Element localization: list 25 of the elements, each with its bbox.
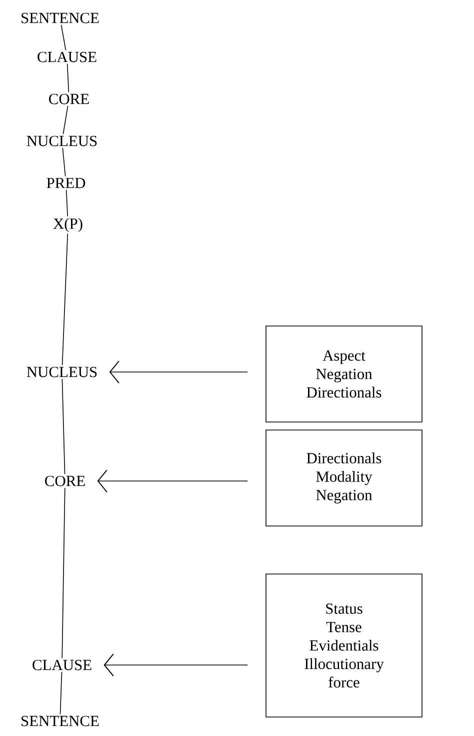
tree-label: CLAUSE bbox=[32, 660, 92, 670]
text-box: Status Tense Evidentials Illocutionary force bbox=[266, 574, 422, 718]
tree-line bbox=[62, 378, 66, 475]
tree-label: NUCLEUS bbox=[26, 136, 97, 146]
tree-label: CORE bbox=[49, 94, 89, 104]
tree-label: CLAUSE bbox=[38, 52, 96, 62]
tree-label: X(P) bbox=[53, 218, 82, 232]
tree-line bbox=[62, 148, 66, 177]
tree-line bbox=[62, 233, 68, 366]
tree-line bbox=[62, 106, 68, 135]
text-box: Directionals Modality Negation bbox=[266, 430, 422, 526]
arrow bbox=[104, 654, 248, 676]
tree-label: PRED bbox=[46, 178, 86, 188]
tree-label: CORE bbox=[45, 476, 85, 486]
text-box: Aspect Negation Directionals bbox=[266, 326, 422, 422]
tree-label: SENTENCE bbox=[22, 716, 99, 726]
arrow bbox=[109, 360, 248, 384]
tree-line bbox=[60, 672, 62, 715]
tree-label: NUCLEUS bbox=[26, 366, 97, 378]
arrow bbox=[97, 470, 248, 492]
tree-line bbox=[66, 64, 70, 93]
tree-line bbox=[66, 189, 68, 217]
tree-line bbox=[62, 488, 66, 659]
tree-line bbox=[60, 24, 66, 51]
tree-label: SENTENCE bbox=[22, 12, 99, 24]
